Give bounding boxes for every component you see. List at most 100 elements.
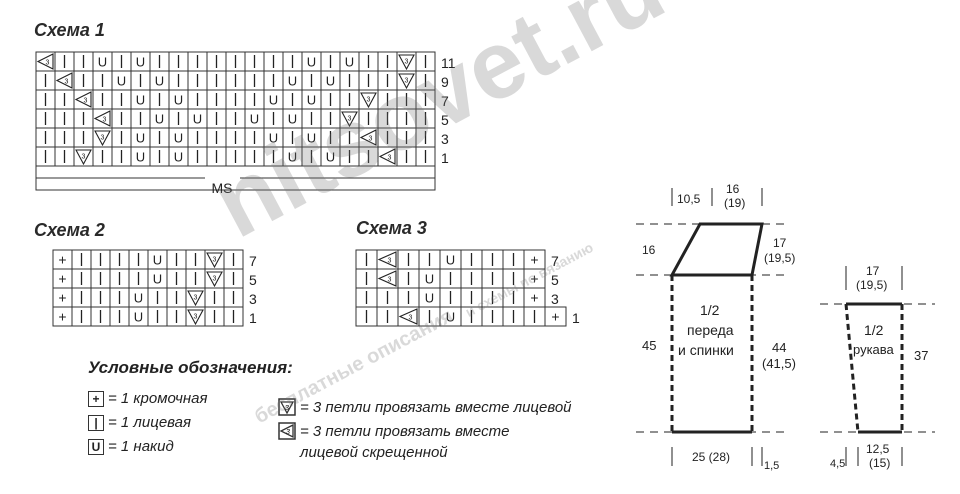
legend-item-k3togtbl-line2: лицевой скрещенной (300, 444, 448, 461)
k3togtbl-mark (377, 251, 397, 268)
row-number-label: 7 (249, 253, 257, 269)
k3togtbl-mark (378, 148, 396, 165)
sleeve-bottom-small: 4,5 (830, 458, 846, 470)
legend-item-k3togtbl: 3 = 3 петли провязать вместе (278, 422, 509, 440)
k3tog-mark (341, 111, 358, 128)
yarn-over-mark: U (446, 253, 455, 268)
yarn-over-mark: U (136, 55, 145, 70)
k3togtbl-number: 3 (388, 258, 392, 265)
edge-stitch-symbol: + (88, 390, 104, 407)
k3tog-number: 3 (194, 295, 198, 302)
legend-item-knit: | = 1 лицевая (88, 414, 191, 431)
yarn-over-mark: U (326, 150, 335, 165)
edge-stitch-mark: + (551, 309, 559, 325)
edge-stitch-mark: + (530, 271, 538, 287)
edge-stitch-mark: + (58, 290, 66, 306)
yarn-over-mark: U (174, 93, 183, 108)
yarn-over-mark: U (98, 55, 107, 70)
edge-stitch-mark: + (58, 252, 66, 268)
body-piece (636, 188, 790, 466)
k3togtbl-mark (93, 110, 111, 127)
k3togtbl-number: 3 (409, 315, 413, 322)
legend-item-yo: U = 1 накид (88, 438, 174, 455)
k3tog-mark (360, 92, 377, 109)
yarn-over-mark: U (288, 74, 297, 89)
edge-stitch-mark: + (530, 290, 538, 306)
k3togtbl-number: 3 (388, 277, 392, 284)
yarn-over-mark: U (117, 74, 126, 89)
k3tog-number: 3 (82, 154, 86, 161)
stitch-cell (544, 306, 567, 327)
row-number-label: 3 (441, 131, 449, 147)
body-label-3: и спинки (678, 342, 734, 358)
row-number-label: 3 (249, 291, 257, 307)
legend-item-edge: + = 1 кромочная (88, 390, 208, 407)
sleeve-height: 37 (914, 348, 929, 363)
k3togtbl-mark (359, 129, 377, 146)
k3tog-number: 3 (101, 135, 105, 142)
yarn-over-mark: U (153, 272, 162, 287)
yarn-over-mark: U (288, 150, 297, 165)
row-number-label: 5 (441, 112, 449, 128)
yarn-over-mark: U (174, 131, 183, 146)
k3togtbl-number: 3 (103, 117, 107, 124)
scheme3-title: Схема 3 (356, 218, 427, 238)
body-top-right-1: 16 (726, 182, 740, 196)
yarn-over-mark: U (136, 93, 145, 108)
yarn-over-mark: U (136, 131, 145, 146)
legend-item-k3tog: 3 = 3 петли провязать вместе лицевой (278, 398, 572, 416)
yarn-over-mark: U (425, 291, 434, 306)
sleeve-label-2: рукава (853, 342, 894, 357)
yarn-over-mark: U (155, 74, 164, 89)
yarn-over-mark: U (425, 272, 434, 287)
ms-label: MS (212, 180, 233, 196)
k3togtbl-mark (398, 308, 418, 325)
yarn-over-mark: U (134, 291, 143, 306)
k3tog-number: 3 (348, 116, 352, 123)
k3togtbl-number: 3 (84, 98, 88, 105)
k3tog-number: 3 (213, 257, 217, 264)
sleeve-bottom-1: 12,5 (866, 442, 890, 456)
scheme1-title: Схема 1 (34, 20, 105, 40)
k3tog-mark (94, 130, 111, 147)
legend-item-k3togtbl-text: = 3 петли провязать вместе (300, 422, 510, 440)
yarn-over-mark: U (269, 131, 278, 146)
k3togtbl-number: 3 (65, 79, 69, 86)
row-number-label: 3 (551, 291, 559, 307)
scheme2-title: Схема 2 (34, 220, 105, 240)
body-label-2: переда (687, 322, 734, 338)
k3tog-number: 3 (213, 276, 217, 283)
yarn-over-mark: U (134, 310, 143, 325)
body-shoulder-right-2: (19,5) (764, 251, 796, 265)
knit-stitch-symbol: | (88, 414, 104, 431)
k3togtbl-number: 3 (369, 136, 373, 143)
row-number-label: 5 (249, 272, 257, 288)
legend-item-k3tog-text: = 3 петли провязать вместе лицевой (300, 398, 572, 416)
legend-item-yo-text: = 1 накид (108, 438, 174, 455)
body-label-1: 1/2 (700, 302, 720, 318)
k3tog-mark (206, 252, 223, 269)
body-top-left: 10,5 (677, 192, 701, 206)
k3togtbl-mark (74, 91, 92, 108)
body-height-right-2: (41,5) (762, 356, 796, 371)
row-number-label: 7 (441, 93, 449, 109)
k3togtbl-symbol: 3 (278, 422, 296, 440)
k3togtbl-number: 3 (46, 60, 50, 67)
k3tog-mark (398, 54, 415, 71)
yarn-over-mark: U (174, 150, 183, 165)
row-number-label: 1 (572, 310, 580, 326)
k3tog-mark (75, 149, 92, 166)
edge-stitch-mark: + (58, 271, 66, 287)
sleeve-top-2: (19,5) (856, 278, 888, 292)
legend-item-edge-text: = 1 кромочная (108, 390, 208, 407)
yarn-over-mark: U (345, 55, 354, 70)
yarn-over-mark: U (288, 112, 297, 127)
sleeve-label-1: 1/2 (864, 322, 884, 338)
body-shoulder-right-1: 17 (773, 236, 787, 250)
body-shoulder-left: 16 (642, 243, 656, 257)
row-number-label: 7 (551, 253, 559, 269)
sleeve-top-1: 17 (866, 264, 880, 278)
